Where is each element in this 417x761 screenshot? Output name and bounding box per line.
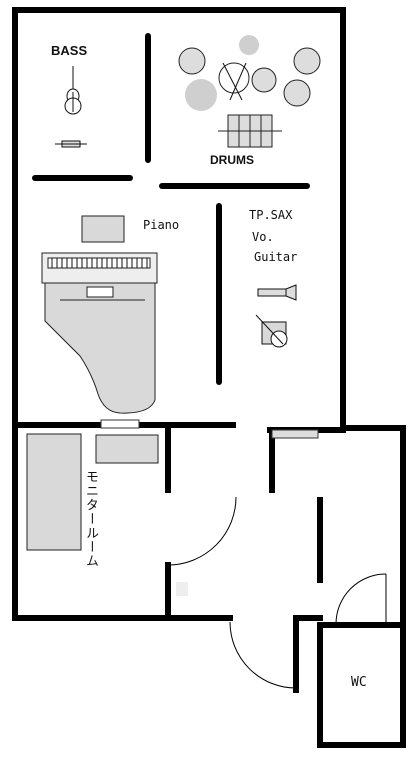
doorframe <box>271 429 319 439</box>
bass-amp-icon <box>55 140 87 148</box>
corridor-door-swing <box>229 621 297 689</box>
label-piano: Piano <box>143 218 180 232</box>
interior-walls <box>32 33 310 385</box>
label-tp-sax: TP.SAX <box>249 208 293 222</box>
door-stop <box>176 582 188 596</box>
wc-room <box>324 630 400 742</box>
monitor-rack <box>95 434 159 464</box>
label-wc: WC <box>351 675 367 690</box>
label-guitar: Guitar <box>254 250 298 264</box>
console-desk <box>26 433 82 551</box>
label-monitor-room: モニタールーム <box>83 470 98 568</box>
violin-icon <box>64 66 82 115</box>
drum-kit-icon <box>178 35 321 148</box>
window-frame <box>100 419 140 429</box>
trumpet-icon <box>257 284 297 301</box>
label-drums: DRUMS <box>210 153 254 167</box>
wc-door-swing <box>335 573 387 625</box>
door-swings <box>167 496 387 689</box>
label-vo: Vo. <box>252 230 274 244</box>
label-bass: BASS <box>51 43 88 58</box>
exterior-walls <box>12 7 406 748</box>
saxophone-icon <box>255 314 288 348</box>
grand-piano-icon <box>41 252 158 414</box>
keyboard-amp-icon <box>81 215 125 243</box>
monitor-door-swing <box>167 496 237 566</box>
